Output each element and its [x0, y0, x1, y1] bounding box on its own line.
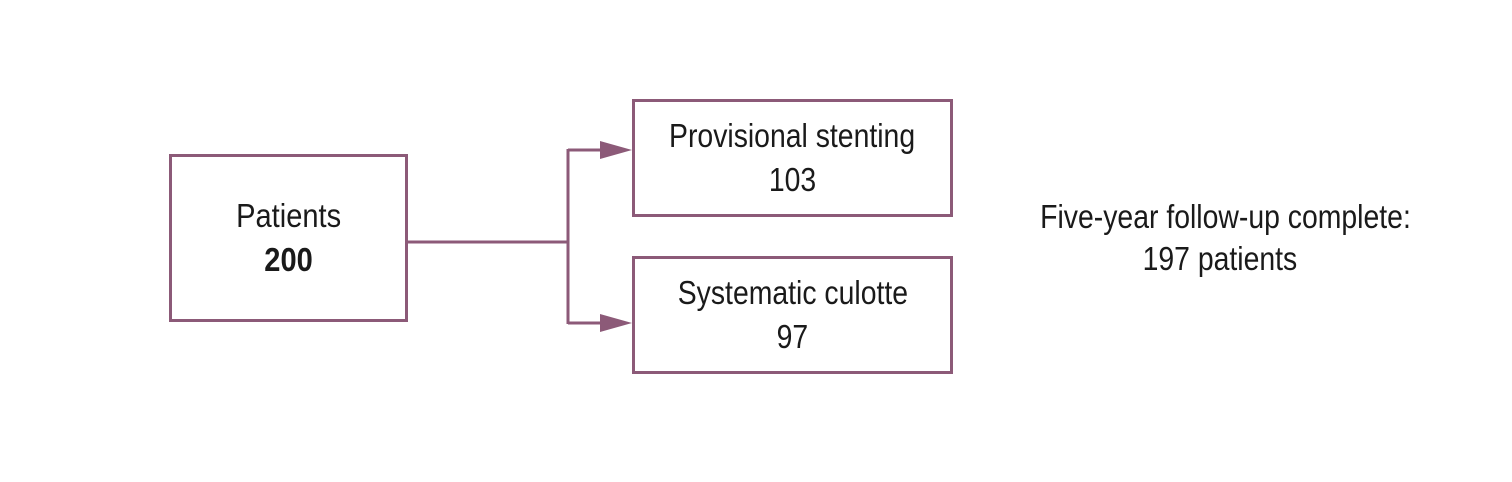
followup-line-2: 197 patients [1142, 240, 1298, 277]
systematic-culotte-count: 97 [776, 318, 809, 355]
systematic-culotte-label: Systematic culotte [677, 274, 908, 311]
provisional-stenting-label: Provisional stenting [669, 117, 916, 154]
patients-box: Patients 200 [169, 154, 408, 322]
systematic-culotte-box: Systematic culotte 97 [632, 256, 953, 374]
patients-label: Patients [236, 197, 341, 234]
provisional-stenting-box: Provisional stenting 103 [632, 99, 953, 217]
patients-count: 200 [264, 241, 313, 278]
followup-line-1: Five-year follow-up complete: [1040, 198, 1411, 235]
followup-note: Five-year follow-up complete: 197 patien… [1010, 196, 1430, 280]
provisional-stenting-count: 103 [768, 161, 817, 198]
upper-arrowhead [600, 141, 632, 159]
lower-arrowhead [600, 314, 632, 332]
